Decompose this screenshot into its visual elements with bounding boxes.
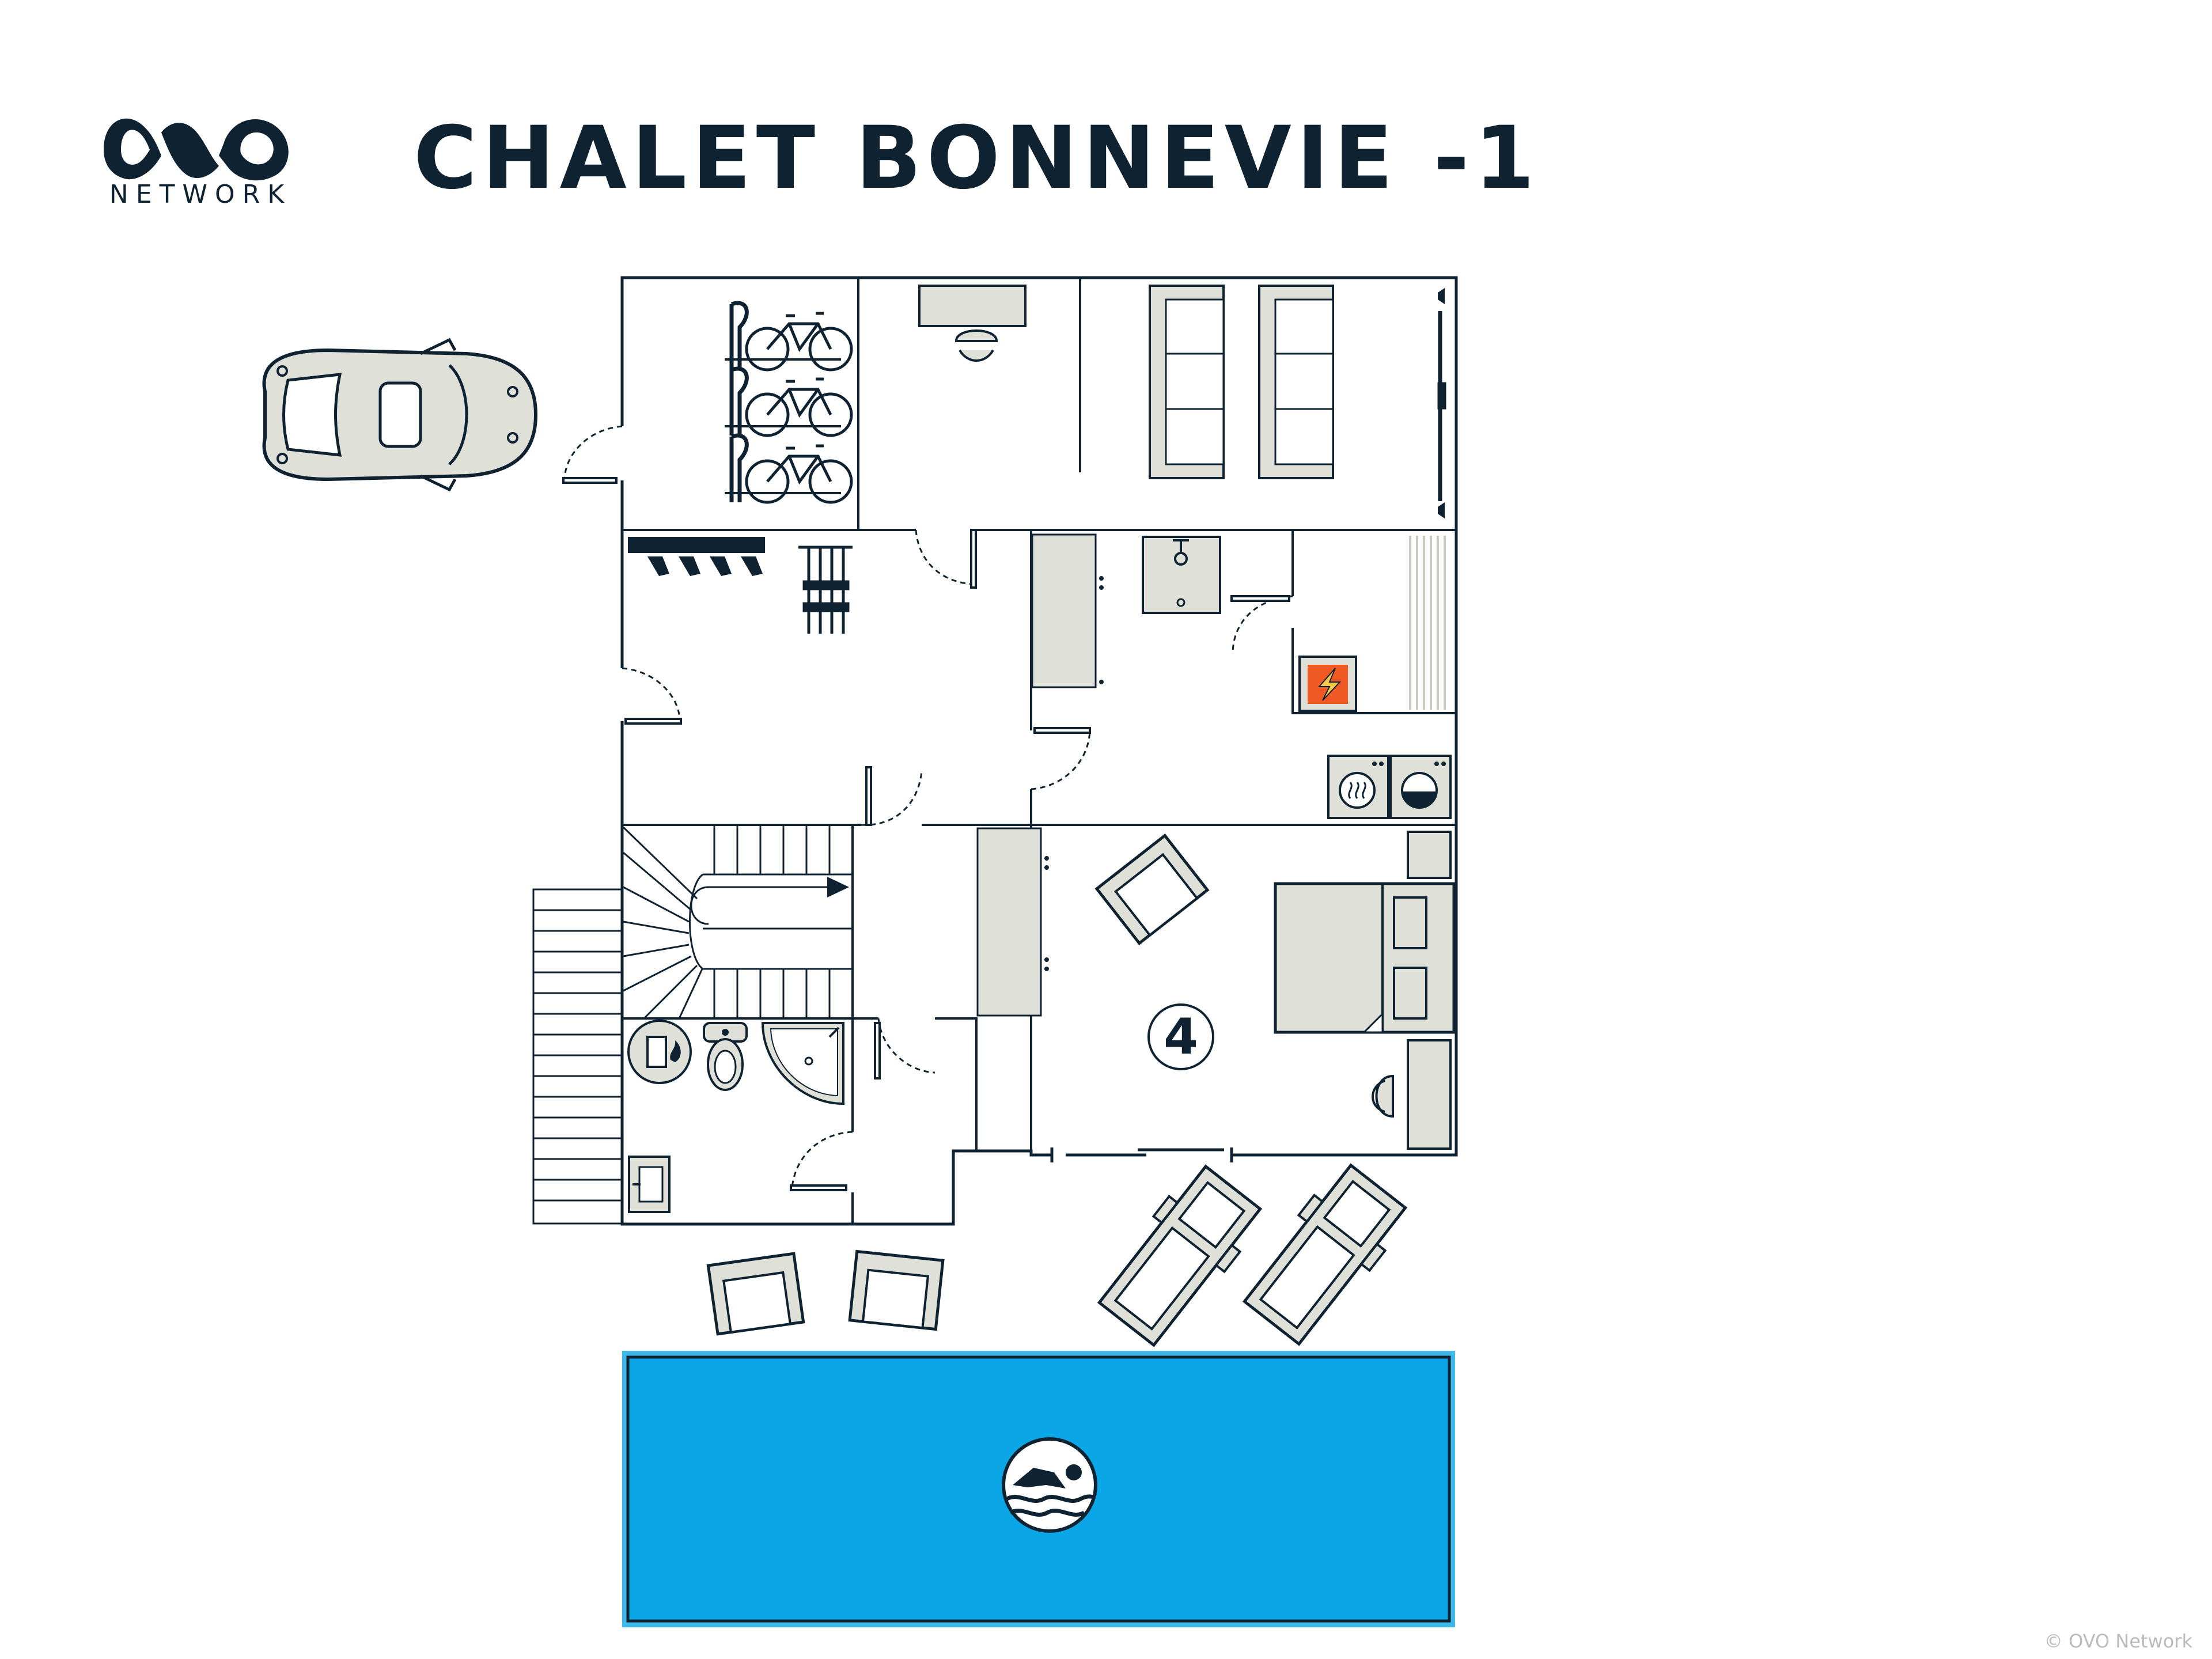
copyright: © OVO Network [2044, 1630, 2192, 1652]
tv-icon [1437, 311, 1446, 501]
desk-icon [918, 285, 1027, 362]
sauna-bench-icon [1409, 536, 1446, 710]
room-number: 4 [1164, 1008, 1198, 1066]
nightstand-icon [1407, 831, 1452, 879]
sink-icon [628, 1156, 671, 1213]
double-bed-icon [1274, 882, 1456, 1034]
room-number-badge [1147, 1003, 1214, 1070]
car-icon [262, 338, 538, 492]
toilet-icon [703, 1022, 748, 1091]
exterior-stairs [532, 888, 623, 1225]
staircase-icon [621, 824, 854, 1020]
wardrobe-icon [1031, 533, 1104, 688]
shower-icon [761, 1022, 844, 1105]
sofa-icon [1149, 285, 1225, 479]
logo-wordmark: NETWORK [109, 180, 292, 209]
washing-machine-icon [1389, 755, 1452, 819]
ovo-logo [104, 118, 289, 181]
shower-icon [1142, 536, 1221, 614]
ski-rack-icon [798, 546, 853, 634]
stair-arrow [827, 877, 849, 897]
armchair-icon [1094, 834, 1210, 945]
desk-icon [1372, 1039, 1452, 1150]
bike-floor-lines [725, 358, 841, 494]
water-heater-icon [627, 1020, 692, 1084]
sliding-door [1050, 1147, 1233, 1162]
sofa-icon [1258, 285, 1334, 479]
fireplace-icon [1298, 656, 1357, 712]
dryer-icon [1327, 755, 1389, 819]
wardrobe-icon [976, 827, 1049, 1017]
speaker-icon [1438, 288, 1445, 518]
logo-mark [104, 118, 289, 181]
boot-dryer-icon [628, 537, 765, 576]
swimmer-icon [1002, 1437, 1097, 1533]
door-leaves [562, 477, 1290, 1191]
page-title: CHALET BONNEVIE -1 [414, 108, 1540, 209]
